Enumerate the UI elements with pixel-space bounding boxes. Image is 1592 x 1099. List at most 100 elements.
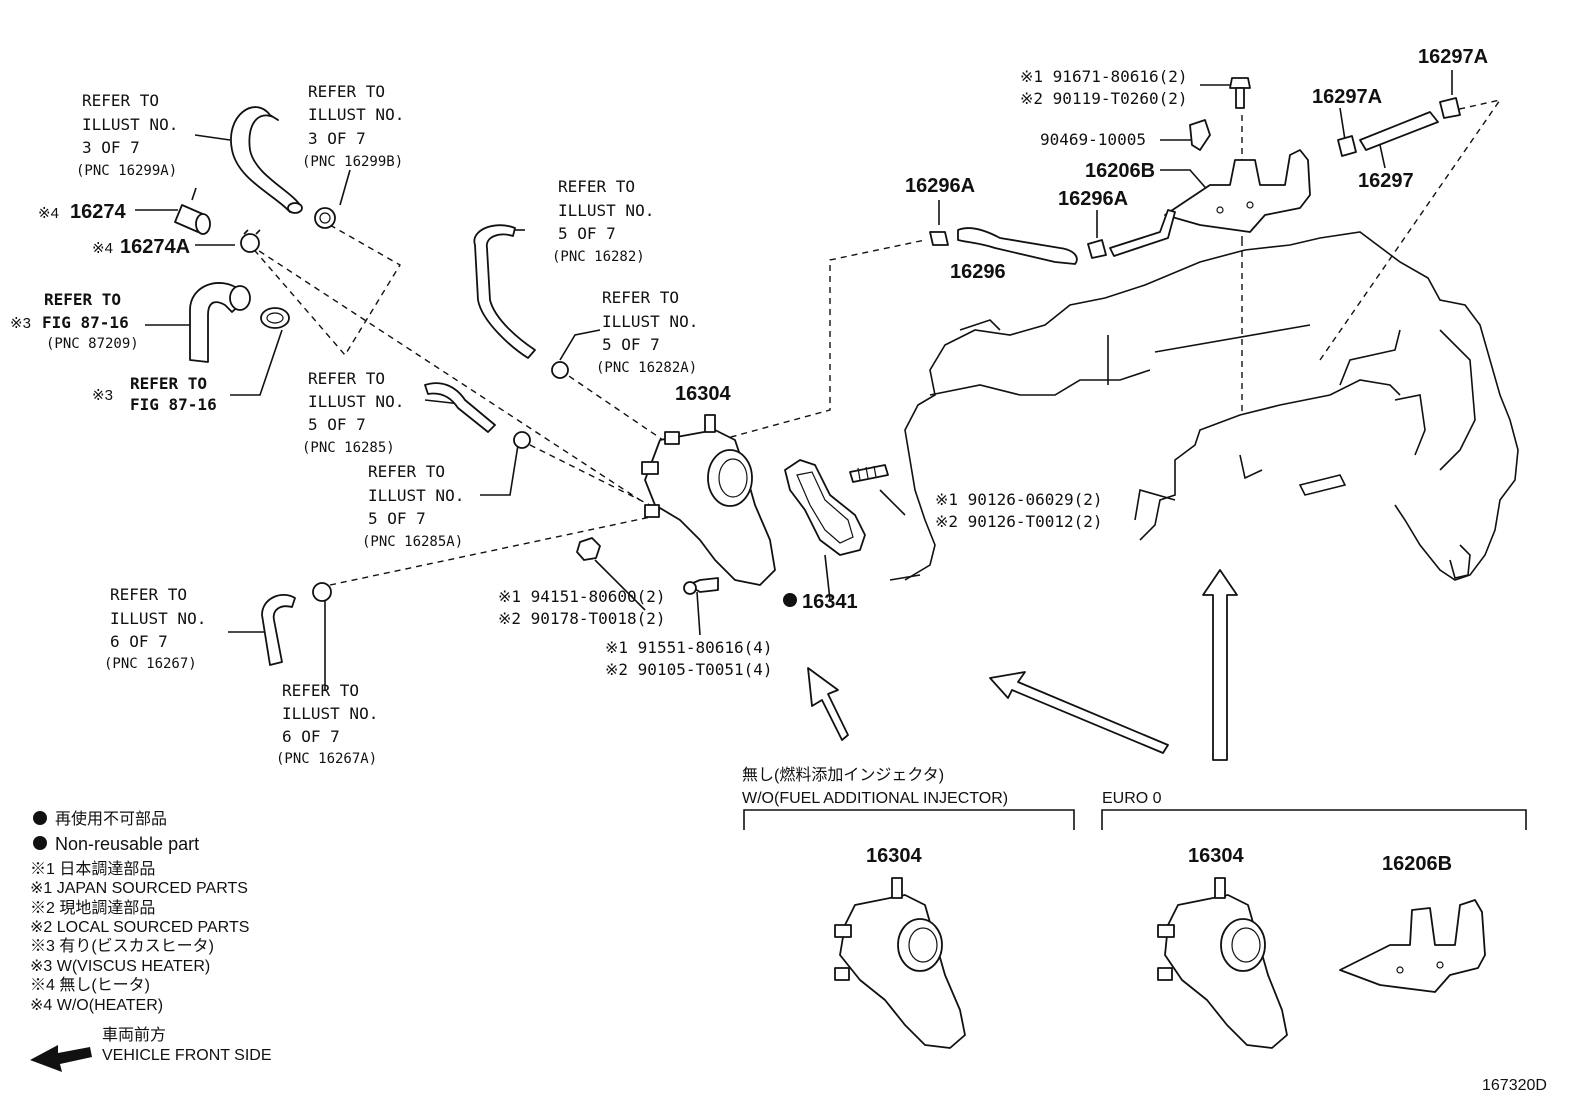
legend-line-1: 再使用不可部品 bbox=[55, 810, 167, 828]
refer-16267A-l4: (PNC 16267A) bbox=[276, 751, 377, 767]
refer-16299A-l2: ILLUST NO. bbox=[82, 115, 178, 134]
view-arrows bbox=[807, 569, 1238, 761]
top-bolt-note-1: ※1 91671-80616(2) bbox=[1020, 67, 1188, 86]
variant-euro: EURO 0 bbox=[1102, 790, 1162, 807]
legend-line-3: ※1 日本調達部品 bbox=[30, 860, 155, 878]
refer-16267A-l2: ILLUST NO. bbox=[282, 704, 378, 723]
fig-ref-1-mark: ※3 bbox=[10, 315, 31, 332]
nut-note-2: ※2 90178-T0018(2) bbox=[498, 609, 666, 628]
bolt-top-91671 bbox=[1229, 77, 1251, 109]
vehicle-front-arrow-icon bbox=[30, 1045, 92, 1072]
refer-16299A-l1: REFER TO bbox=[82, 91, 159, 110]
part-16274A-number: 16274A bbox=[120, 236, 190, 258]
fig-ref-1-l1: REFER TO bbox=[44, 290, 121, 309]
refer-16282A-l2: ILLUST NO. bbox=[602, 312, 698, 331]
part-16296-number: 16296 bbox=[950, 261, 1006, 283]
refer-16282-l2: ILLUST NO. bbox=[558, 201, 654, 220]
fig-ref-2-mark: ※3 bbox=[92, 387, 113, 404]
bolt-note-1: ※1 91551-80616(4) bbox=[605, 638, 773, 657]
fig-ref-2-l1: REFER TO bbox=[130, 374, 207, 393]
refer-16285A-l2: ILLUST NO. bbox=[368, 486, 464, 505]
stud-note-1: ※1 90126-06029(2) bbox=[935, 490, 1103, 509]
legend-line-6: ※2 LOCAL SOURCED PARTS bbox=[30, 919, 249, 936]
refer-16299A-l4: (PNC 16299A) bbox=[76, 163, 177, 179]
variant-16304-euro bbox=[1157, 877, 1288, 1049]
part-16296A-left-number: 16296A bbox=[905, 175, 975, 197]
clamp-16267A bbox=[312, 582, 332, 602]
variant-wo-en: W/O(FUEL ADDITIONAL INJECTOR) bbox=[742, 790, 1008, 807]
part-16206B-number: 16206B bbox=[1085, 160, 1155, 182]
part-16304-number: 16304 bbox=[675, 383, 731, 405]
hose-16296 bbox=[957, 227, 1078, 265]
part-16274-mark: ※4 bbox=[38, 205, 59, 222]
part-16274-number: 16274 bbox=[70, 201, 126, 223]
variant-euro-16304-number: 16304 bbox=[1188, 845, 1244, 867]
clamp-16274A bbox=[240, 229, 261, 253]
variant-wo-16304-number: 16304 bbox=[866, 845, 922, 867]
vehicle-front-en: VEHICLE FRONT SIDE bbox=[102, 1047, 272, 1064]
legend-line-10: ※4 W/O(HEATER) bbox=[30, 997, 163, 1014]
gasket-16341 bbox=[784, 459, 866, 556]
diagram-code: 167320D bbox=[1482, 1077, 1547, 1094]
hose-16267 bbox=[261, 593, 296, 666]
refer-16282A-l1: REFER TO bbox=[602, 288, 679, 307]
clamp-16296A-right bbox=[1087, 239, 1107, 259]
hose-16282 bbox=[473, 224, 536, 359]
vehicle-front-jp: 車両前方 bbox=[102, 1026, 166, 1044]
refer-16282-l1: REFER TO bbox=[558, 177, 635, 196]
refer-16282-l3: 5 OF 7 bbox=[558, 224, 616, 243]
refer-16267A-l1: REFER TO bbox=[282, 681, 359, 700]
bolt-91551 bbox=[683, 577, 719, 595]
part-16297A-right-number: 16297A bbox=[1418, 46, 1488, 68]
engine-block-outline bbox=[889, 231, 1519, 581]
refer-16285-l4: (PNC 16285) bbox=[302, 440, 395, 456]
variant-euro-16206B-number: 16206B bbox=[1382, 853, 1452, 875]
refer-16285-l2: ILLUST NO. bbox=[308, 392, 404, 411]
clamp-16299B bbox=[314, 207, 336, 229]
water-inlet-16304 bbox=[641, 414, 776, 586]
refer-16267-l2: ILLUST NO. bbox=[110, 609, 206, 628]
hose-16285 bbox=[424, 382, 496, 433]
part-90469-number: 90469-10005 bbox=[1040, 130, 1146, 149]
refer-16299B-l2: ILLUST NO. bbox=[308, 105, 404, 124]
variant-16206B-euro bbox=[1339, 899, 1486, 993]
refer-16285-l3: 5 OF 7 bbox=[308, 415, 366, 434]
hose-16297 bbox=[1359, 111, 1439, 151]
non-reusable-dot bbox=[783, 593, 797, 607]
fig-ref-1-l3: (PNC 87209) bbox=[46, 336, 139, 352]
variant-wo-jp: 無し(燃料添加インジェクタ) bbox=[742, 766, 944, 784]
refer-16299B-l3: 3 OF 7 bbox=[308, 129, 366, 148]
part-16274A-mark: ※4 bbox=[92, 240, 113, 257]
fig-ref-2-l2: FIG 87-16 bbox=[130, 395, 217, 414]
clamp-16297A-left bbox=[1337, 135, 1357, 157]
refer-16285A-l3: 5 OF 7 bbox=[368, 509, 426, 528]
bolt-note-2: ※2 90105-T0051(4) bbox=[605, 660, 773, 679]
clamp-16282A bbox=[551, 361, 569, 379]
part-16296A-right-number: 16296A bbox=[1058, 188, 1128, 210]
clamp-16296A-left bbox=[929, 231, 949, 246]
clip-90469 bbox=[1189, 119, 1211, 151]
stud-bolt bbox=[849, 464, 889, 483]
top-bolt-note-2: ※2 90119-T0260(2) bbox=[1020, 89, 1188, 108]
stud-note-2: ※2 90126-T0012(2) bbox=[935, 512, 1103, 531]
refer-16299B-l1: REFER TO bbox=[308, 82, 385, 101]
refer-16267-l3: 6 OF 7 bbox=[110, 632, 168, 651]
refer-16282A-l3: 5 OF 7 bbox=[602, 335, 660, 354]
hose-87209 bbox=[189, 282, 251, 363]
variant-brackets bbox=[743, 809, 1527, 830]
part-16274-pipe bbox=[174, 187, 211, 235]
pipe-16296-ext bbox=[1109, 209, 1176, 257]
legend-line-7: ※3 有り(ビスカスヒータ) bbox=[30, 937, 214, 955]
part-16341-number: 16341 bbox=[802, 591, 858, 613]
nut-note-1: ※1 94151-80600(2) bbox=[498, 587, 666, 606]
fig-ref-1-l2: FIG 87-16 bbox=[42, 313, 129, 332]
part-16297A-left-number: 16297A bbox=[1312, 86, 1382, 108]
part-16297-number: 16297 bbox=[1358, 170, 1414, 192]
refer-16282-l4: (PNC 16282) bbox=[552, 249, 645, 265]
legend-dot-icon bbox=[33, 811, 47, 825]
legend-line-8: ※3 W(VISCUS HEATER) bbox=[30, 958, 210, 975]
refer-16267-l1: REFER TO bbox=[110, 585, 187, 604]
clamp-16297A-right bbox=[1439, 97, 1461, 119]
